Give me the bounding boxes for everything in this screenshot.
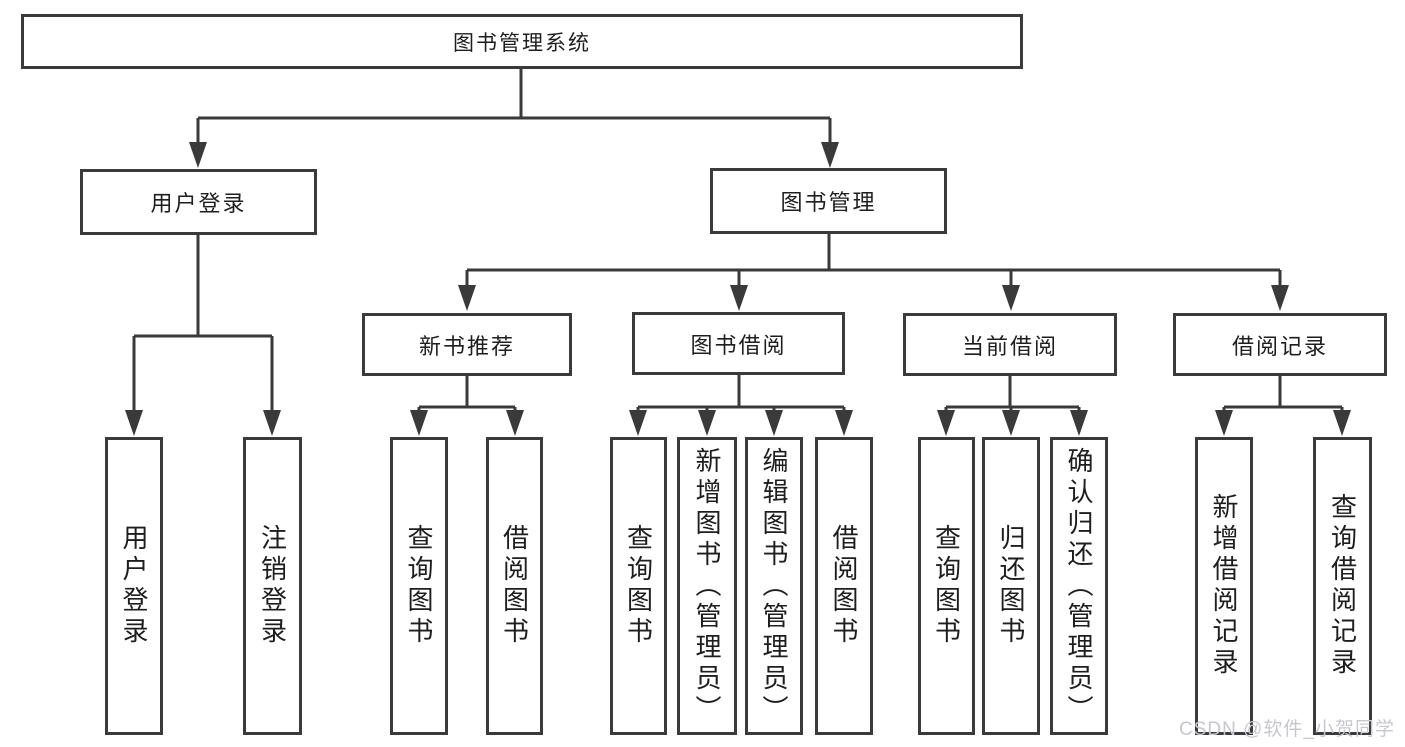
leaf-query-books-current: 查询图书 bbox=[918, 437, 975, 735]
node-borrow-record: 借阅记录 bbox=[1173, 313, 1387, 376]
leaf-query-books-recommend: 查询图书 bbox=[390, 437, 448, 735]
leaf-add-books-admin: 新增图书（管理员） bbox=[677, 437, 737, 735]
node-book-borrow: 图书借阅 bbox=[632, 312, 845, 375]
leaf-user-login: 用户登录 bbox=[105, 437, 163, 735]
leaf-add-borrow-record: 新增借阅记录 bbox=[1195, 437, 1253, 735]
leaf-logout: 注销登录 bbox=[243, 437, 302, 735]
leaf-borrow-books: 借阅图书 bbox=[815, 437, 873, 735]
leaf-query-books-borrow: 查询图书 bbox=[610, 437, 667, 735]
leaf-edit-books-admin: 编辑图书（管理员） bbox=[745, 437, 803, 735]
leaf-confirm-return-admin: 确认归还（管理员） bbox=[1050, 437, 1108, 735]
node-book-management: 图书管理 bbox=[710, 168, 947, 234]
node-new-book-recommend: 新书推荐 bbox=[362, 313, 572, 376]
node-current-borrow: 当前借阅 bbox=[903, 313, 1117, 376]
node-user-login: 用户登录 bbox=[80, 169, 317, 235]
leaf-borrow-books-recommend: 借阅图书 bbox=[486, 437, 543, 735]
node-root-book-management-system: 图书管理系统 bbox=[21, 14, 1023, 69]
leaf-return-books: 归还图书 bbox=[982, 437, 1040, 735]
leaf-query-borrow-record: 查询借阅记录 bbox=[1313, 437, 1372, 735]
csdn-watermark: CSDN @软件_小贺同学 bbox=[1179, 719, 1395, 740]
